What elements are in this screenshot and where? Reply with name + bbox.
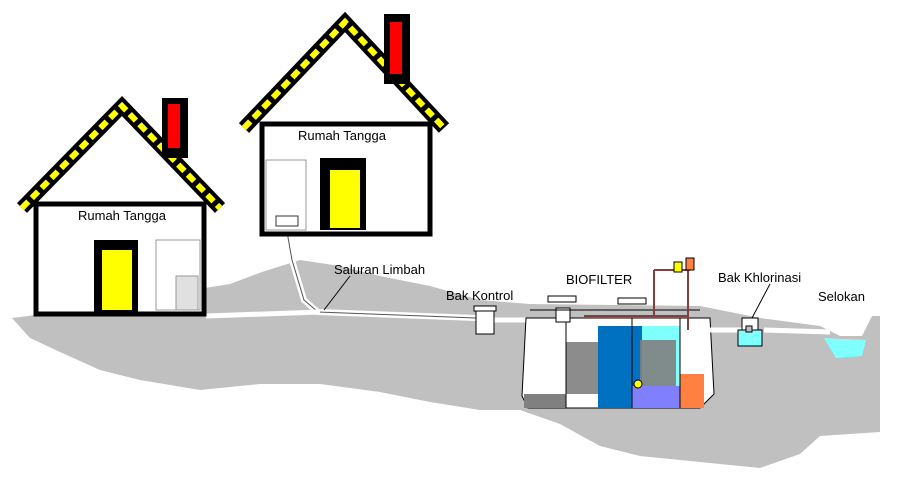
house-left [17,95,226,317]
label-house-left: Rumah Tangga [78,208,166,223]
sewer-pipe [205,225,528,323]
label-chlorination-box: Bak Khlorinasi [718,270,802,285]
label-house-right: Rumah Tangga [298,128,386,143]
ground [12,260,880,468]
leader-sewer [323,275,351,311]
outlet-pipe [710,327,831,335]
label-sewer-pipe: Saluran Limbah [334,262,426,277]
house-right [238,11,450,237]
control-box [473,305,497,335]
label-biofilter: BIOFILTER [566,272,633,287]
label-control-box: Bak Kontrol [446,288,514,303]
biofilter-tank [521,257,715,409]
drain-water [824,338,866,358]
chlorination-box [737,317,763,347]
label-drain: Selokan [818,289,865,304]
leader-chlorination [751,283,771,319]
